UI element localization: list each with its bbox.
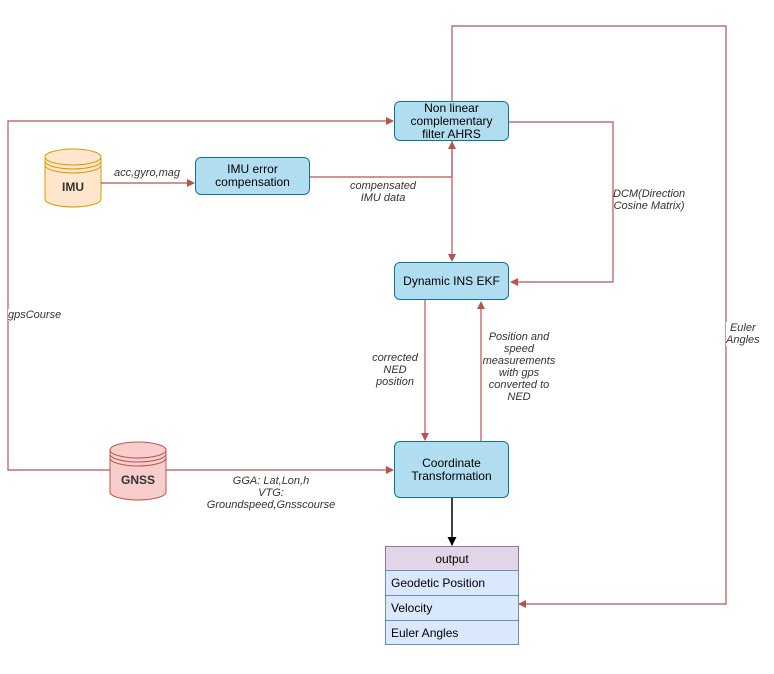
imu-error-node[interactable]: IMU error compensation <box>195 157 310 195</box>
label-euler-line2: Angles <box>726 334 760 346</box>
edge-ahrs-dcm-to-ekf <box>508 121 614 286</box>
output-row-velocity: Velocity <box>385 595 519 621</box>
label-corrected-line1: corrected <box>372 352 418 364</box>
output-row-geodetic-position: Geodetic Position <box>385 570 519 596</box>
label-gga-vtg: GGA: Lat,Lon,h VTG: Groundspeed,Gnsscour… <box>200 475 342 511</box>
label-euler-angles: Euler Angles <box>726 322 760 346</box>
output-header: output <box>385 546 519 571</box>
label-compensated-line1: compensated <box>350 180 417 192</box>
label-position-line6: NED <box>507 391 531 403</box>
edge-gps-course-to-ahrs <box>7 117 394 471</box>
ahrs-node[interactable]: Non linear complementary filter AHRS <box>394 101 509 141</box>
label-position-line4: with gps <box>498 367 540 379</box>
label-gps-course: gpsCourse <box>8 309 62 321</box>
label-gga-line3: Groundspeed,Gnsscourse <box>206 499 336 511</box>
label-position-line3: measurements <box>482 355 556 367</box>
label-position-line2: speed <box>504 343 534 355</box>
label-dcm: DCM(Direction Cosine Matrix) <box>613 188 685 212</box>
label-acc-gyro-mag: acc,gyro,mag <box>114 167 181 179</box>
gnss-label: GNSS <box>120 473 155 487</box>
coord-node[interactable]: Coordinate Transformation <box>394 441 509 498</box>
label-dcm-line1: DCM(Direction <box>613 188 686 200</box>
output-row-euler-angles: Euler Angles <box>385 620 519 645</box>
label-compensated-imu-data: compensated IMU data <box>350 180 416 204</box>
label-corrected-line3: position <box>376 376 414 388</box>
edge-ahrs-euler-to-output <box>451 25 727 608</box>
label-position-line1: Position and <box>488 331 550 343</box>
imu-cylinder <box>44 148 102 208</box>
label-gga-line2: VTG: <box>258 487 284 499</box>
gnss-cylinder <box>109 441 167 501</box>
label-compensated-line2: IMU data <box>360 192 406 204</box>
imu-label: IMU <box>62 180 84 194</box>
label-position-speed: Position and speed measurements with gps… <box>478 331 560 403</box>
label-euler-line1: Euler <box>729 322 756 334</box>
label-position-line5: converted to <box>488 379 550 391</box>
label-corrected-line2: NED <box>383 364 407 376</box>
label-gga-line1: GGA: Lat,Lon,h <box>232 475 310 487</box>
label-corrected-ned-position: corrected NED position <box>368 352 422 388</box>
label-dcm-line2: Cosine Matrix) <box>613 200 685 212</box>
ekf-node[interactable]: Dynamic INS EKF <box>394 262 509 300</box>
